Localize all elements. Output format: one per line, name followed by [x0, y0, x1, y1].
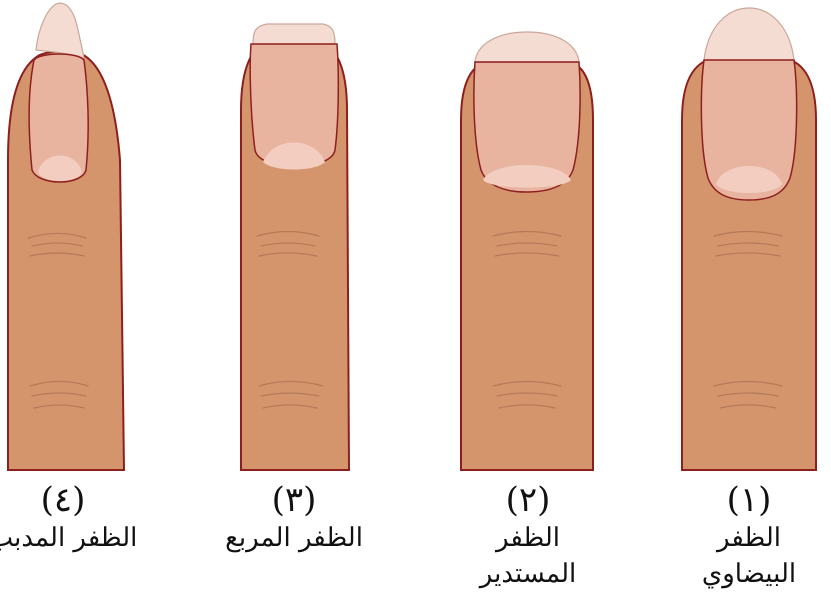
oval-nail-label: الظفر البيضاوي	[674, 520, 824, 592]
square-nail-label: الظفر المربع	[219, 520, 369, 556]
pointed-nail-label: الظفر المدبب	[0, 520, 138, 556]
caption-round: (٢) الظفر المستدير	[453, 480, 603, 592]
nail-shapes-diagram: (٤) الظفر المدبب (٣) الظفر المربع (٢) ال…	[0, 0, 831, 573]
number-label-4: (٤)	[0, 480, 138, 520]
caption-oval: (١) الظفر البيضاوي	[674, 480, 824, 592]
caption-square: (٣) الظفر المربع	[219, 480, 369, 556]
square-nail-illustration	[219, 0, 369, 480]
number-label-3: (٣)	[219, 480, 369, 520]
finger-round-nail	[453, 0, 603, 480]
finger-pointed-nail	[0, 0, 138, 480]
finger-oval-nail	[674, 0, 824, 480]
pointed-nail-illustration	[0, 0, 138, 480]
number-label-1: (١)	[674, 480, 824, 520]
finger-square-nail	[219, 0, 369, 480]
number-label-2: (٢)	[453, 480, 603, 520]
oval-nail-illustration	[674, 0, 824, 480]
round-nail-illustration	[453, 0, 603, 480]
round-nail-label: الظفر المستدير	[453, 520, 603, 592]
caption-pointed: (٤) الظفر المدبب	[0, 480, 138, 556]
